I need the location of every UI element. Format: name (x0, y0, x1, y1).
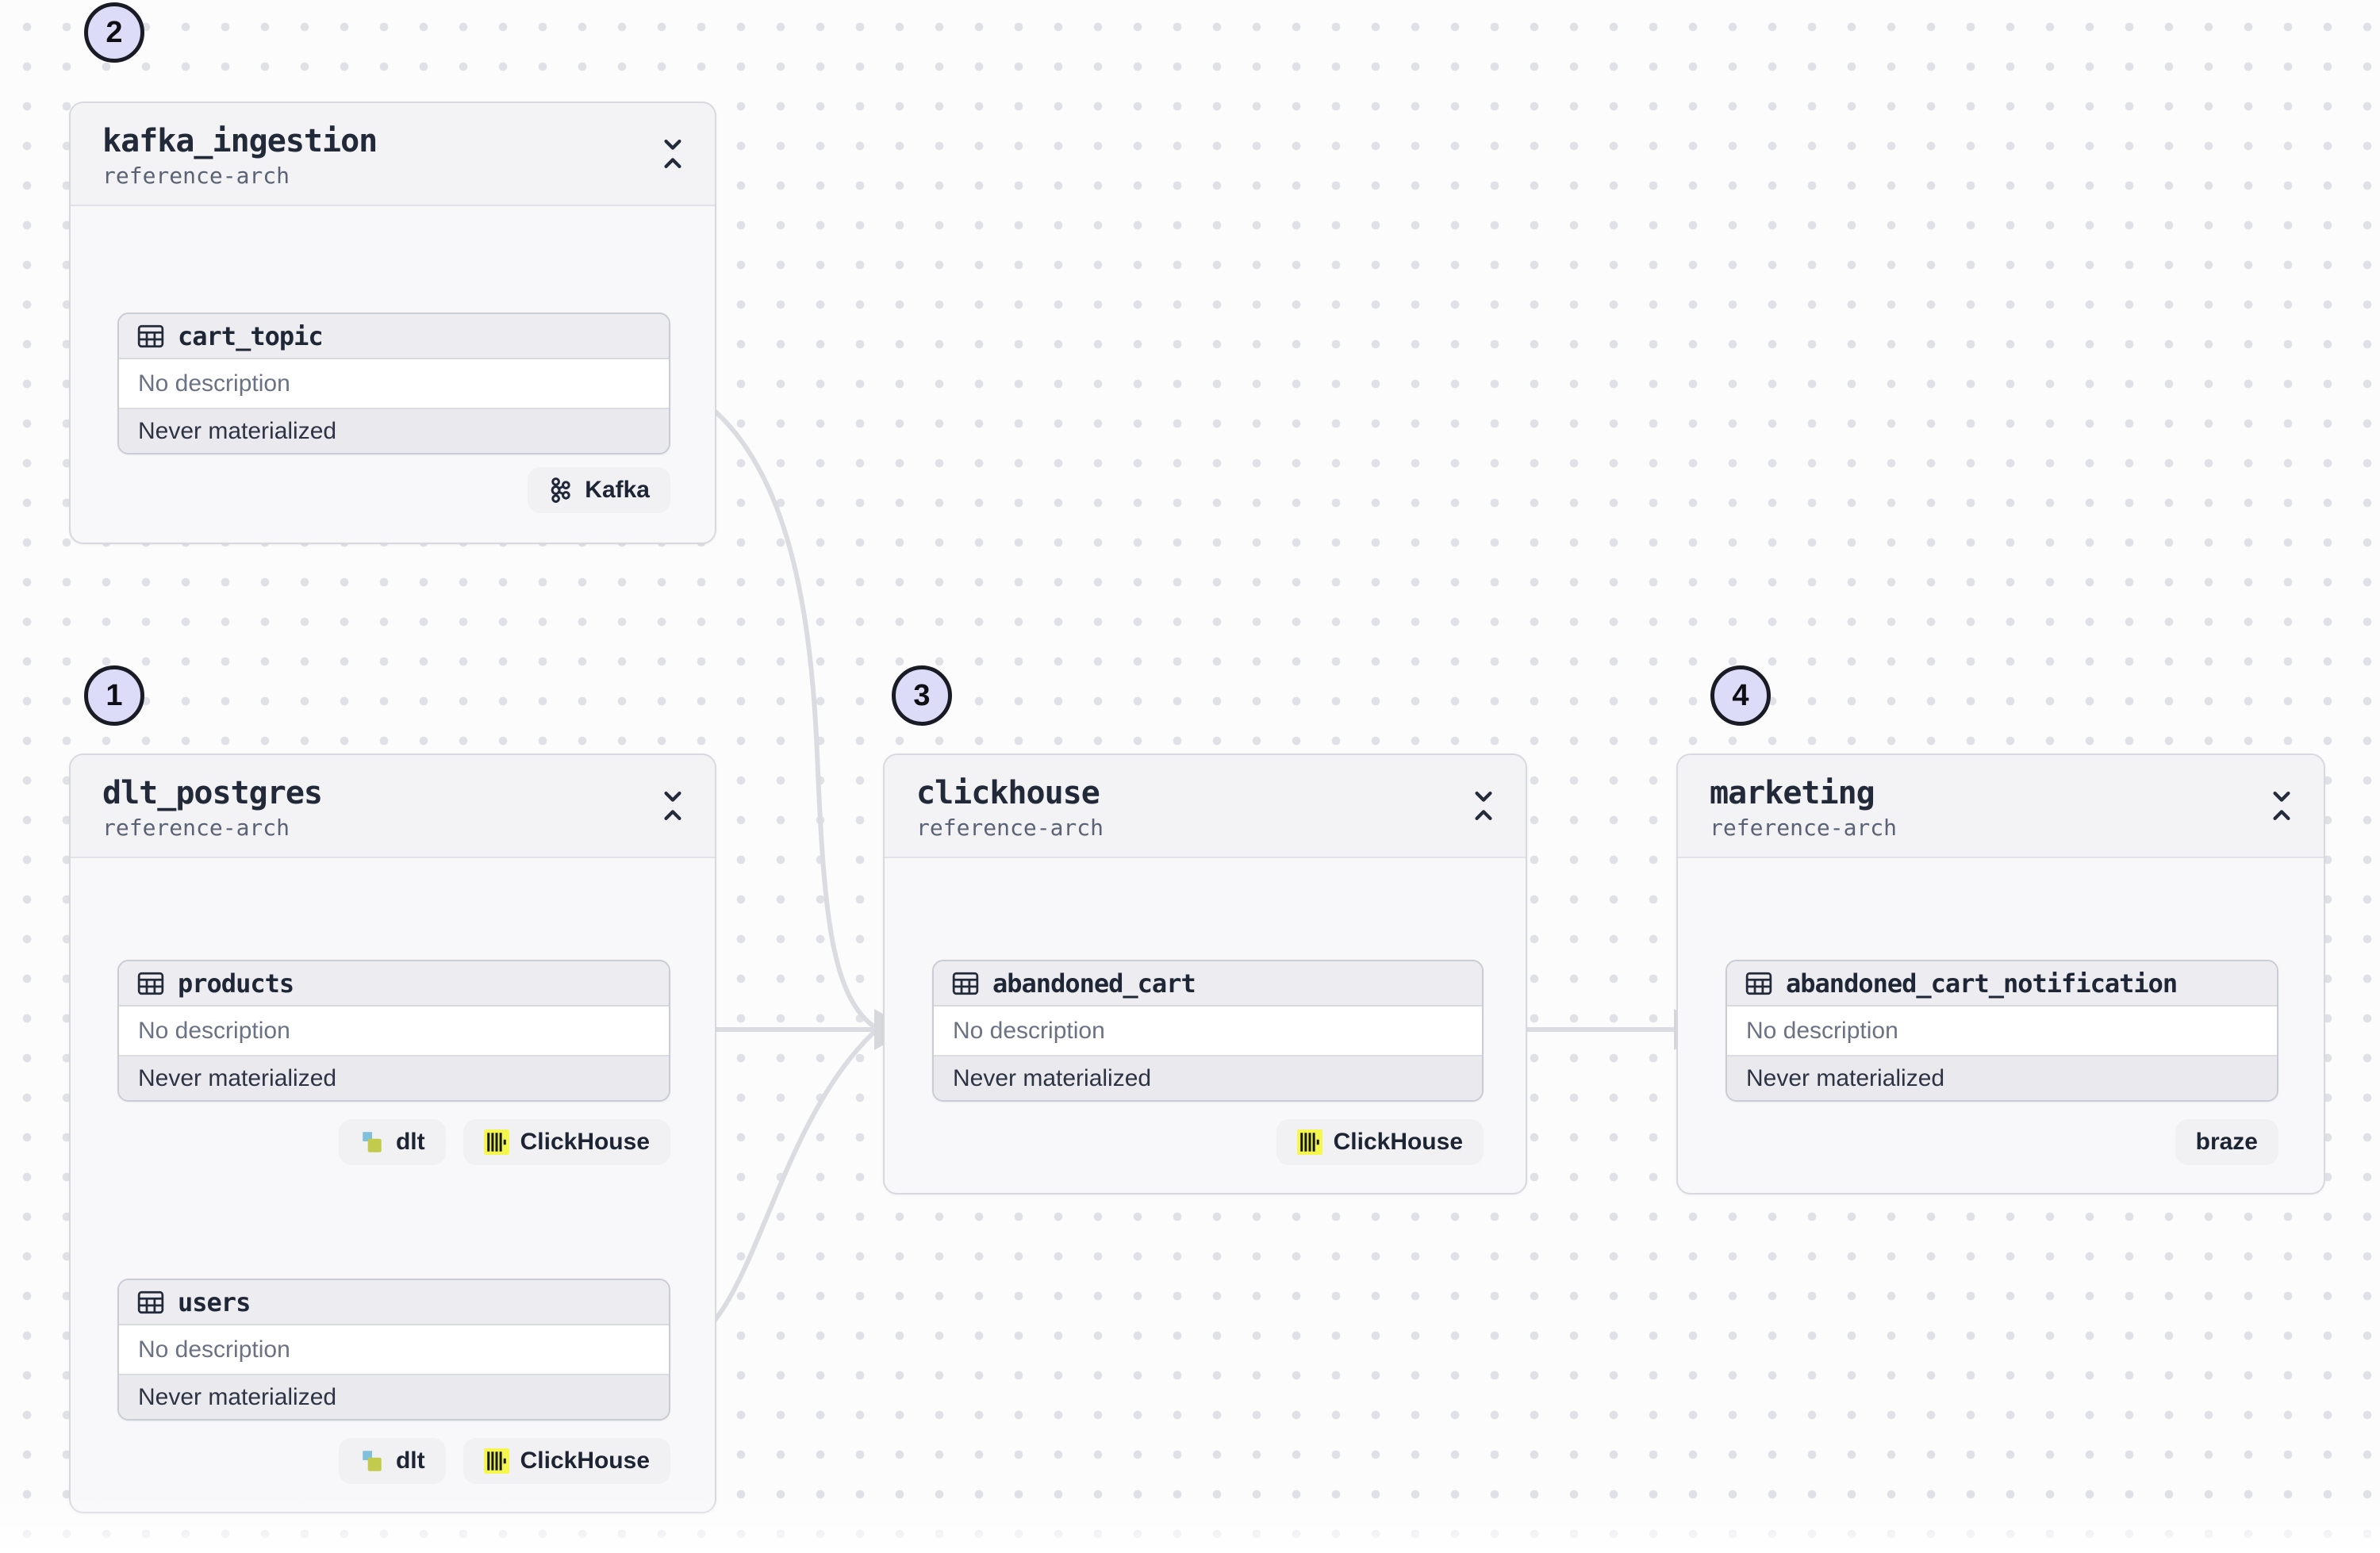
dlt-icon (363, 1451, 382, 1471)
asset-header[interactable]: abandoned_cart (934, 961, 1482, 1007)
group-subtitle: reference-arch (102, 815, 290, 841)
step-badge-number: 1 (106, 678, 123, 712)
step-badge-1: 1 (84, 665, 144, 726)
group-header[interactable]: kafka_ingestion reference-arch (71, 103, 715, 206)
group-title: clickhouse (916, 775, 1100, 811)
step-badge-number: 3 (913, 678, 931, 712)
asset-status: Never materialized (119, 1055, 669, 1100)
kind-tag-label: braze (2195, 1129, 2258, 1155)
asset-description: No description (119, 1325, 669, 1374)
asset-name: users (178, 1286, 251, 1317)
step-badge-4: 4 (1710, 665, 1771, 726)
kind-tag-label: ClickHouse (520, 1129, 650, 1155)
group-title: dlt_postgres (102, 775, 323, 811)
clickhouse-icon (1296, 1129, 1322, 1155)
kind-tag-dlt: dlt (338, 1119, 446, 1165)
kind-tags-users: dlt ClickHouse (338, 1438, 670, 1484)
asset-status: Never materialized (119, 408, 669, 453)
step-badge-3: 3 (892, 665, 952, 726)
asset-abandoned-cart-notification[interactable]: abandoned_cart_notification No descripti… (1726, 960, 2278, 1102)
clickhouse-icon (483, 1448, 509, 1474)
kind-tag-clickhouse: ClickHouse (1276, 1119, 1484, 1165)
step-badge-number: 4 (1732, 678, 1749, 712)
kind-tags-products: dlt ClickHouse (338, 1119, 670, 1165)
group-title: kafka_ingestion (102, 123, 378, 159)
asset-name: abandoned_cart_notification (1786, 968, 2178, 999)
kafka-icon (551, 477, 570, 503)
kind-tag-label: ClickHouse (520, 1448, 650, 1474)
asset-status: Never materialized (934, 1055, 1482, 1100)
asset-name: cart_topic (178, 320, 324, 351)
kind-tags-abandoned-cart: ClickHouse (1276, 1119, 1484, 1165)
kind-tag-kafka: Kafka (528, 467, 670, 513)
asset-header[interactable]: abandoned_cart_notification (1727, 961, 2277, 1007)
table-icon (136, 322, 165, 351)
kind-tag-dlt: dlt (338, 1438, 446, 1484)
kind-tag-label: Kafka (585, 477, 650, 503)
kind-tag-label: ClickHouse (1333, 1129, 1463, 1155)
group-subtitle: reference-arch (1710, 815, 1898, 841)
kind-tag-label: dlt (395, 1129, 425, 1155)
edge-cart-topic-to-abandoned-cart (668, 380, 875, 1028)
table-icon (1745, 969, 1773, 998)
kind-tags-cart-topic: Kafka (528, 467, 670, 513)
collapse-vertical-icon[interactable] (1470, 790, 1497, 822)
asset-name: abandoned_cart (992, 968, 1196, 999)
table-icon (136, 1288, 165, 1317)
collapse-vertical-icon[interactable] (2268, 790, 2295, 822)
kind-tag-braze: braze (2175, 1119, 2278, 1165)
collapse-vertical-icon[interactable] (659, 138, 686, 170)
step-badge-number: 2 (106, 15, 123, 49)
group-header[interactable]: marketing reference-arch (1678, 755, 2324, 858)
collapse-vertical-icon[interactable] (659, 790, 686, 822)
asset-description: No description (119, 1007, 669, 1055)
kind-tag-clickhouse: ClickHouse (463, 1438, 670, 1484)
asset-description: No description (1727, 1007, 2277, 1055)
clickhouse-icon (483, 1129, 509, 1155)
group-title: marketing (1710, 775, 1875, 811)
kind-tags-notification: braze (2175, 1119, 2278, 1165)
asset-cart-topic[interactable]: cart_topic No description Never material… (117, 313, 670, 454)
asset-description: No description (119, 359, 669, 408)
table-icon (951, 969, 980, 998)
asset-header[interactable]: cart_topic (119, 314, 669, 359)
kind-tag-clickhouse: ClickHouse (463, 1119, 670, 1165)
asset-products[interactable]: products No description Never materializ… (117, 960, 670, 1102)
asset-users[interactable]: users No description Never materialized (117, 1279, 670, 1421)
step-badge-2: 2 (84, 2, 144, 63)
asset-status: Never materialized (1727, 1055, 2277, 1100)
asset-header[interactable]: users (119, 1280, 669, 1325)
group-subtitle: reference-arch (916, 815, 1104, 841)
kind-tag-label: dlt (395, 1448, 425, 1474)
asset-description: No description (934, 1007, 1482, 1055)
group-subtitle: reference-arch (102, 163, 290, 189)
asset-header[interactable]: products (119, 961, 669, 1007)
asset-abandoned-cart[interactable]: abandoned_cart No description Never mate… (932, 960, 1484, 1102)
table-icon (136, 969, 165, 998)
group-header[interactable]: clickhouse reference-arch (885, 755, 1526, 858)
asset-name: products (178, 968, 294, 999)
asset-status: Never materialized (119, 1374, 669, 1419)
dlt-icon (363, 1132, 382, 1152)
group-header[interactable]: dlt_postgres reference-arch (71, 755, 715, 858)
